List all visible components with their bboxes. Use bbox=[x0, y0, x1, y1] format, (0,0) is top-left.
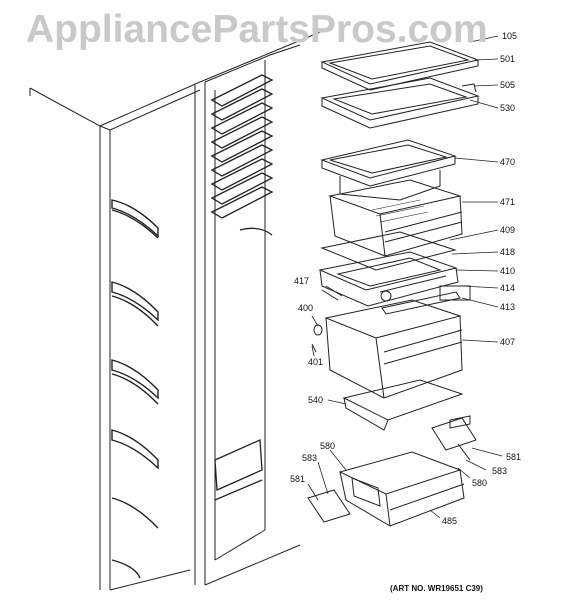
callout-414: 414 bbox=[500, 283, 516, 293]
refrigerator-cabinet bbox=[29, 27, 331, 591]
pan-bin bbox=[338, 451, 465, 527]
callout-530: 530 bbox=[500, 103, 516, 113]
callout-580-right: 580 bbox=[472, 478, 488, 488]
callout-540: 540 bbox=[308, 395, 324, 405]
lower-crisper-drawer bbox=[324, 299, 463, 399]
callout-581-left: 581 bbox=[290, 474, 306, 484]
callout-418: 418 bbox=[500, 247, 516, 257]
callout-401: 401 bbox=[308, 357, 324, 367]
crisper-cover-frame bbox=[320, 139, 457, 201]
callout-400: 400 bbox=[298, 303, 314, 313]
callout-471: 471 bbox=[500, 197, 516, 207]
glass-panel bbox=[320, 231, 457, 271]
upper-crisper-drawer bbox=[328, 179, 463, 257]
callout-407: 407 bbox=[500, 337, 516, 347]
small-fasteners bbox=[311, 289, 339, 353]
art-number: (ART NO. WR19651 C39) bbox=[390, 584, 483, 593]
callout-413: 413 bbox=[500, 302, 516, 312]
door-bins bbox=[111, 199, 159, 579]
crisper-tray bbox=[318, 251, 471, 315]
callout-417: 417 bbox=[294, 276, 310, 286]
leader-lines bbox=[307, 35, 503, 519]
shelf-frame bbox=[320, 77, 480, 129]
callout-583-right: 583 bbox=[492, 466, 508, 476]
callout-105: 105 bbox=[502, 31, 518, 41]
callout-470: 470 bbox=[500, 157, 516, 167]
callout-485: 485 bbox=[442, 516, 458, 526]
callout-581-right: 581 bbox=[506, 452, 522, 462]
callout-410: 410 bbox=[500, 266, 516, 276]
watermark: AppliancePartsPros.com bbox=[26, 8, 488, 51]
callout-501: 501 bbox=[500, 54, 516, 64]
divider-plate bbox=[342, 379, 464, 431]
shelf-stack bbox=[210, 74, 274, 501]
callout-409: 409 bbox=[500, 225, 516, 235]
rail-assemblies bbox=[307, 415, 477, 523]
callout-580-left: 580 bbox=[320, 441, 336, 451]
callout-583-left: 583 bbox=[302, 453, 318, 463]
callout-505: 505 bbox=[500, 80, 516, 90]
